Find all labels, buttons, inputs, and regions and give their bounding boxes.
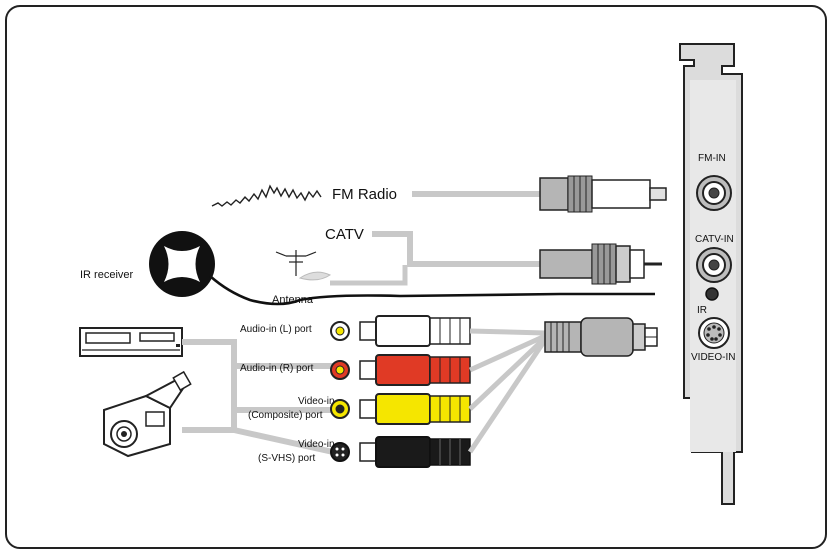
svhs-label-2: (S-VHS) port bbox=[258, 453, 315, 464]
catv-in-label: CATV-IN bbox=[695, 234, 734, 245]
audio-l-label: Audio-in (L) port bbox=[240, 324, 312, 335]
source-bus bbox=[182, 339, 343, 457]
video-in-label-2: (Composite) port bbox=[248, 410, 323, 421]
antenna-icon bbox=[275, 250, 332, 281]
video-in-label: VIDEO-IN bbox=[691, 352, 735, 363]
ir-receiver-cable bbox=[209, 275, 655, 306]
fm-in-label: FM-IN bbox=[698, 153, 726, 164]
fm-waveform bbox=[211, 184, 322, 207]
catv-in-connector bbox=[696, 247, 732, 283]
catv-plug bbox=[539, 243, 662, 285]
audio-r-plug bbox=[359, 354, 471, 386]
av-fan-cables bbox=[467, 328, 548, 454]
audio-r-jack bbox=[330, 360, 350, 380]
diagram-frame bbox=[5, 5, 827, 549]
ir-receiver-label: IR receiver bbox=[80, 269, 134, 281]
ir-jack bbox=[705, 287, 719, 301]
fm-in-connector bbox=[696, 175, 732, 211]
svhs-label-1: Video-in bbox=[298, 439, 335, 450]
camcorder-icon bbox=[103, 370, 192, 458]
svhs-plug bbox=[359, 436, 471, 468]
antenna-label: Antenna bbox=[272, 294, 314, 306]
vcr-icon bbox=[79, 327, 183, 357]
ir-label: IR bbox=[697, 305, 707, 316]
audio-l-jack bbox=[330, 321, 350, 341]
antenna-cable bbox=[330, 265, 408, 286]
av-breakout-plug bbox=[544, 317, 658, 357]
video-in-plug bbox=[359, 393, 471, 425]
svhs-jack bbox=[330, 442, 350, 462]
audio-r-label: Audio-in (R) port bbox=[240, 363, 314, 374]
fm-plug bbox=[539, 175, 667, 213]
catv-label: CATV bbox=[325, 226, 364, 243]
ir-receiver-icon bbox=[149, 231, 215, 297]
video-in-jack bbox=[330, 399, 350, 419]
video-in-label-1: Video-in bbox=[298, 396, 335, 407]
audio-l-plug bbox=[359, 315, 471, 347]
video-in-connector bbox=[698, 317, 730, 349]
fm-radio-label: FM Radio bbox=[332, 186, 397, 203]
catv-cable bbox=[372, 231, 540, 267]
